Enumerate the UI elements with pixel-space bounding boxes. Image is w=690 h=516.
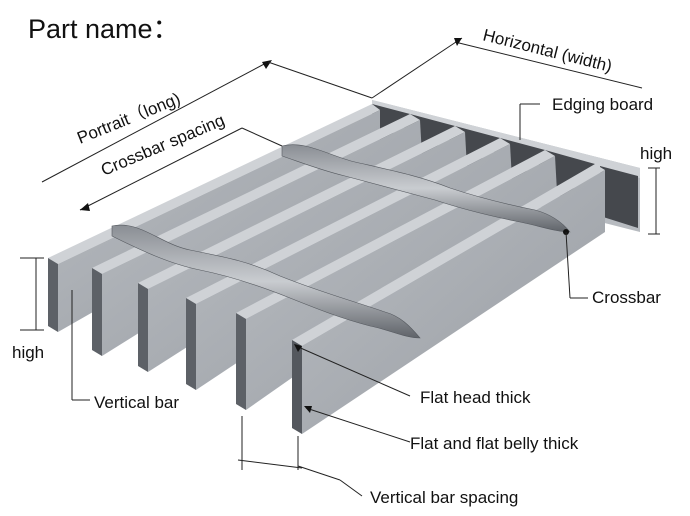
crossbar-back <box>281 144 571 233</box>
label-horizontal-width: Horizontal (width) <box>481 25 614 75</box>
label-high-right: high <box>640 144 672 163</box>
label-edging-board: Edging board <box>552 95 653 114</box>
crossbar-front <box>111 224 421 339</box>
label-flat-head-thick: Flat head thick <box>420 388 531 407</box>
label-high-left: high <box>12 343 44 362</box>
label-vertical-bar-spacing: Vertical bar spacing <box>370 488 518 507</box>
page-title: Part name： <box>28 14 180 44</box>
label-crossbar: Crossbar <box>592 288 661 307</box>
label-flat-belly-thick: Flat and flat belly thick <box>410 434 579 453</box>
label-vertical-bar: Vertical bar <box>94 393 179 412</box>
vertical-bars <box>48 104 605 434</box>
dimension-lines <box>20 37 660 497</box>
crossbars <box>111 144 571 339</box>
